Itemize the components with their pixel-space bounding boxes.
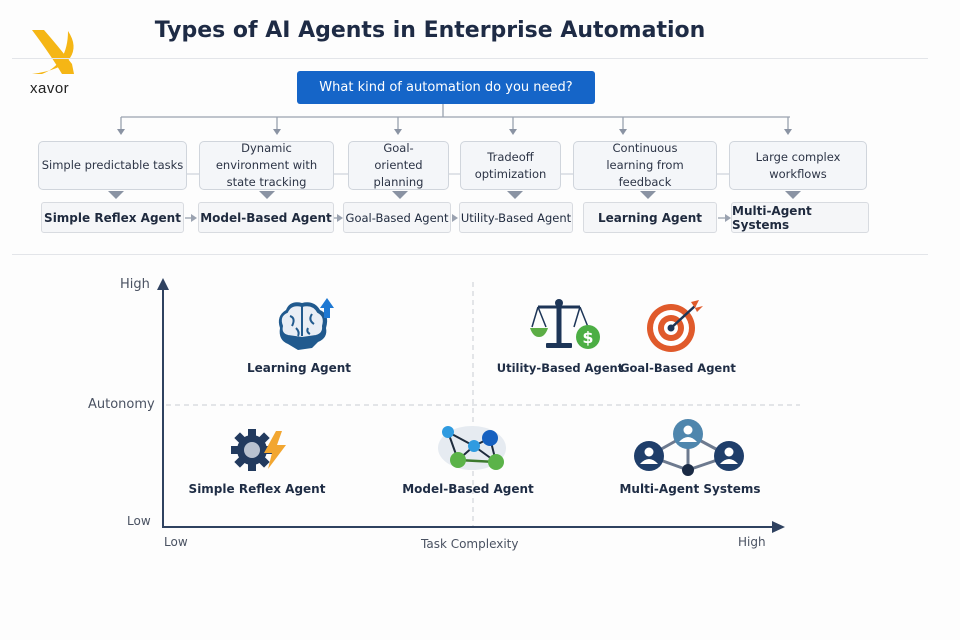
condition-box-continuous-learning: Continuous learning from feedback xyxy=(573,141,717,190)
agent-sequence-arrows xyxy=(185,214,731,222)
agent-box-model-based: Model-Based Agent xyxy=(198,202,334,233)
condition-box-tradeoff: Tradeoff optimization xyxy=(460,141,561,190)
x-axis-arrow xyxy=(772,521,785,533)
condition-box-dynamic-environment: Dynamic environment with state tracking xyxy=(199,141,334,190)
flow-connectors xyxy=(108,104,801,222)
agent-box-learning: Learning Agent xyxy=(583,202,717,233)
matrix-label-utility-based-agent: Utility-Based Agent xyxy=(496,361,624,375)
condition-box-simple-tasks: Simple predictable tasks xyxy=(38,141,187,190)
y-axis-arrow xyxy=(157,278,169,290)
matrix-label-model-based-agent: Model-Based Agent xyxy=(402,482,534,496)
x-axis-low-label: Low xyxy=(164,535,188,549)
section-divider xyxy=(12,254,928,255)
matrix-axes xyxy=(157,278,800,533)
xavor-logo-icon xyxy=(32,30,74,74)
agent-box-utility-based: Utility-Based Agent xyxy=(459,202,573,233)
y-axis-high-label: High xyxy=(120,277,150,292)
condition-to-agent-arrows xyxy=(108,191,801,199)
x-axis-high-label: High xyxy=(738,535,766,549)
connected-users-icon xyxy=(634,419,744,476)
matrix-label-multi-agent-systems: Multi-Agent Systems xyxy=(619,482,761,496)
question-box: What kind of automation do you need? xyxy=(297,71,595,104)
balance-scale-dollar-icon: $ xyxy=(530,299,600,349)
x-axis-title: Task Complexity xyxy=(421,537,519,551)
y-axis-title: Autonomy xyxy=(88,397,155,412)
condition-box-large-workflows: Large complex workflows xyxy=(729,141,867,190)
condition-box-goal-planning: Goal-oriented planning xyxy=(348,141,449,190)
page-title: Types of AI Agents in Enterprise Automat… xyxy=(154,18,706,43)
svg-text:$: $ xyxy=(582,328,593,347)
matrix-label-goal-based-agent: Goal-Based Agent xyxy=(620,361,736,375)
matrix-label-learning-agent: Learning Agent xyxy=(246,361,352,375)
connector-drops xyxy=(117,117,792,135)
matrix-label-simple-reflex-agent: Simple Reflex Agent xyxy=(188,482,326,496)
brand-name: xavor xyxy=(30,80,70,97)
header-divider xyxy=(12,58,928,59)
gear-lightning-icon xyxy=(231,429,286,471)
brain-growth-icon xyxy=(278,298,334,350)
agent-box-goal-based: Goal-Based Agent xyxy=(343,202,451,233)
agent-box-multi-agent: Multi-Agent Systems xyxy=(731,202,869,233)
network-graph-icon xyxy=(438,426,506,470)
y-axis-low-label: Low xyxy=(127,514,151,528)
target-arrow-icon xyxy=(647,300,703,352)
agent-box-simple-reflex: Simple Reflex Agent xyxy=(41,202,184,233)
